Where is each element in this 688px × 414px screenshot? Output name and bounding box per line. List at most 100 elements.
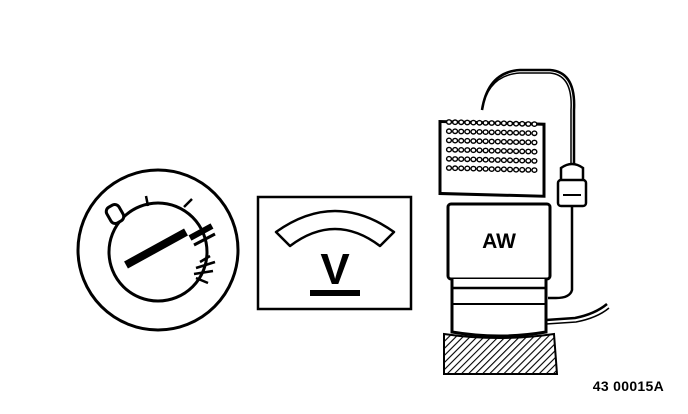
voltmeter-icon: V [256,195,413,311]
grid-hole [476,119,483,126]
grid-hole [512,166,520,173]
grid-hole [506,120,514,127]
grid-hole [531,121,538,128]
grid-hole [452,156,459,162]
grid-hole [519,148,526,155]
grid-hole [452,128,459,135]
grid-hole [464,128,471,135]
grid-hole [470,156,477,163]
display-grid [438,119,546,198]
grid-hole [531,148,538,155]
grid-hole [476,147,483,154]
grid-hole [494,147,501,154]
grid-hole [494,166,501,173]
grid-hole [488,120,495,126]
tester-label: AW [482,230,516,253]
grid-hole [494,129,501,136]
grid-hole [519,166,526,173]
grid-hole [458,156,465,163]
grid-hole [500,120,508,127]
grid-hole [500,138,508,145]
grid-hole [512,120,520,127]
grid-hole [445,119,453,125]
grid-hole [494,120,501,127]
grid-hole [500,147,508,154]
grid-hole [464,165,471,172]
voltmeter-underline [310,290,360,296]
voltmeter-label: V [320,245,350,294]
grid-hole [525,121,532,127]
grid-hole [464,147,471,153]
grid-hole [512,157,520,164]
figure-reference-code: 43 00015A [592,378,664,394]
grid-hole [500,157,508,164]
grid-hole [458,137,465,144]
grid-hole [464,156,471,163]
grid-hole [458,165,465,172]
grid-hole [470,119,477,126]
grid-hole [506,138,514,145]
grid-hole [488,129,495,136]
grid-hole [464,119,471,126]
grid-hole [531,139,538,146]
grid-hole [531,157,538,164]
grid-hole [482,147,489,154]
grid-hole [519,157,526,164]
grid-hole [482,120,489,126]
grid-hole [512,129,520,136]
grid-hole [494,157,501,163]
ground-hatching [443,332,559,375]
position-marks [188,223,216,285]
grid-hole [470,128,477,135]
grid-hole [525,148,532,155]
probe-clip-icon [556,162,588,215]
grid-hole [476,128,483,135]
grid-hole [512,139,520,146]
grid-hole [525,130,532,137]
grid-hole [452,137,459,144]
grid-hole [482,129,489,136]
grid-hole [452,119,459,126]
grid-hole [506,148,514,155]
grid-hole [476,156,483,163]
grid-hole [488,156,495,163]
grid-hole [452,165,459,172]
grid-hole [476,138,483,145]
grid-hole [525,139,532,146]
grid-hole [458,146,465,153]
grid-hole [482,138,489,145]
grid-hole [519,120,526,127]
grid-hole [470,138,477,144]
grid-hole [519,139,526,146]
grid-hole [445,146,453,153]
grid-hole [445,155,453,162]
grid-hole [452,146,459,153]
grid-hole [506,166,514,173]
key-slot [124,228,188,269]
grid-hole [488,138,495,145]
grid-hole [482,165,489,172]
grid-hole [494,138,501,145]
grid-hole [488,166,495,173]
grid-hole [470,147,477,154]
ignition-switch-icon [76,168,240,332]
grid-hole [525,166,532,173]
grid-hole [470,165,477,172]
grid-hole [445,137,453,144]
grid-hole [476,165,483,172]
grid-hole [531,167,538,174]
grid-hole [525,157,532,164]
grid-hole [482,156,489,163]
grid-hole [500,129,508,136]
grid-hole [458,119,465,126]
grid-hole [445,165,453,171]
grid-hole [506,129,514,136]
test-lamp-icon: AW [438,68,610,375]
grid-hole [506,157,514,164]
grid-hole [512,148,520,155]
grid-hole [488,147,495,154]
grid-hole [445,128,453,135]
grid-hole [464,137,471,144]
grid-hole [531,130,538,137]
